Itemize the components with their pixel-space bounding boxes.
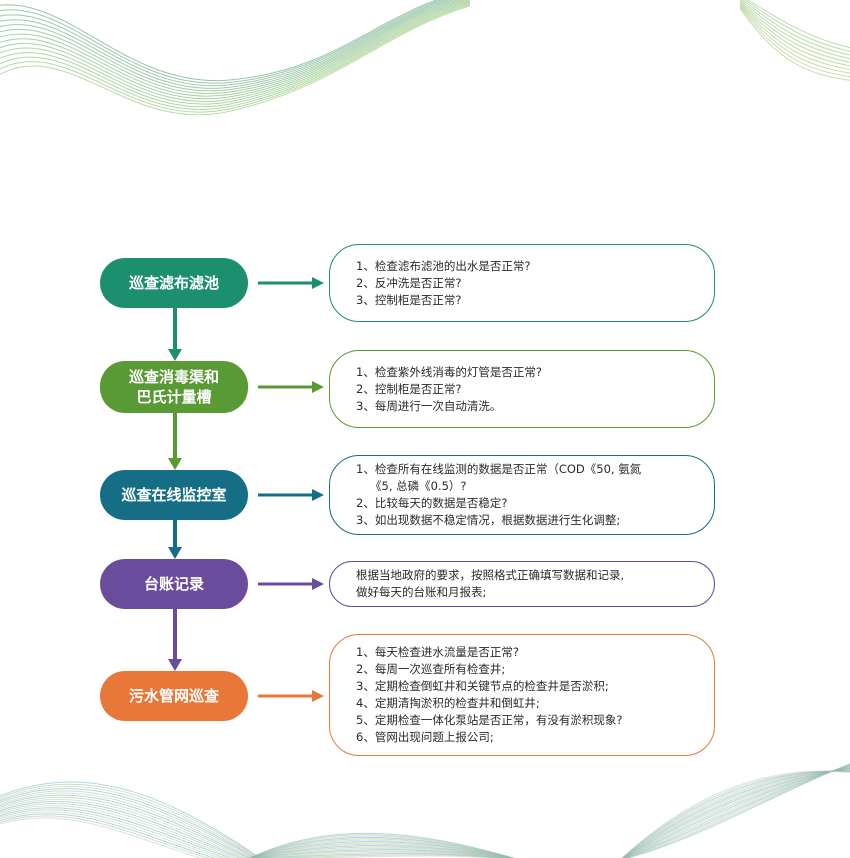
detail-box-sewer: 1、每天检查进水流量是否正常? 2、每周一次巡查所有检查井; 3、定期检查倒虹井和关…	[329, 634, 715, 756]
wave-line	[0, 0, 471, 102]
wave-line	[739, 0, 850, 60]
step-sewer-inspection: 污水管网巡查	[100, 671, 248, 721]
detail-box-ledger: 根据当地政府的要求，按照格式正确填写数据和记录, 做好每天的台账和月报表;	[329, 561, 715, 607]
step-label: 台账记录	[143, 575, 204, 593]
step-label: 污水管网巡查	[128, 687, 219, 705]
wave-line	[0, 0, 463, 97]
detail-item: 3、控制柜是否正常?	[356, 292, 462, 307]
detail-item: 2、比较每天的数据是否稳定?	[356, 496, 508, 510]
detail-item: 根据当地政府的要求，按照格式正确填写数据和记录,	[356, 568, 625, 582]
step-label: 巡查滤布滤池	[128, 274, 219, 292]
detail-item: 2、控制柜是否正常?	[356, 381, 462, 396]
wave-line	[0, 0, 442, 84]
step-filter-pool: 巡查滤布滤池	[100, 258, 248, 308]
detail-item: 3、每周进行一次自动清洗。	[356, 398, 502, 413]
detail-box-online-monitoring: 1、检查所有在线监测的数据是否正常（COD《50, 氨氮《5, 总磷《0.5）?…	[329, 455, 715, 535]
wave-line	[739, 6, 850, 78]
step-label: 巡查在线监控室	[121, 486, 227, 504]
step-label: 巡查消毒渠和 巴氏计量槽	[128, 368, 219, 406]
detail-item: 1、检查滤布滤池的出水是否正常?	[356, 258, 531, 273]
wave-line	[0, 0, 450, 89]
wave-line	[0, 766, 850, 858]
detail-item: 1、检查所有在线监测的数据是否正常（COD《50, 氨氮	[356, 462, 642, 476]
detail-item: 1、每天检查进水流量是否正常?	[356, 645, 519, 659]
wave-line	[0, 1, 471, 108]
wave-line	[739, 3, 850, 70]
detail-item: 做好每天的台账和月报表;	[356, 585, 487, 599]
wave-line	[739, 2, 850, 67]
wave-line	[0, 0, 446, 87]
step-disinfection-channel: 巡查消毒渠和 巴氏计量槽	[100, 361, 248, 413]
wave-line	[0, 0, 467, 100]
wave-line	[0, 0, 471, 105]
detail-box-disinfection: 1、检查紫外线消毒的灯管是否正常? 2、控制柜是否正常? 3、每周进行一次自动清洗。	[329, 350, 715, 428]
detail-item: 3、如出现数据不稳定情况，根据数据进行生化调整;	[356, 513, 621, 527]
step-online-monitoring: 巡查在线监控室	[100, 470, 248, 520]
detail-item: 2、反冲洗是否正常?	[356, 275, 462, 290]
wave-line	[0, 3, 471, 113]
detail-item: 6、管网出现问题上报公司;	[356, 730, 494, 744]
detail-item: 4、定期清掏淤积的检查井和倒虹井;	[356, 696, 540, 710]
detail-box-filter-pool: 1、检查滤布滤池的出水是否正常? 2、反冲洗是否正常? 3、控制柜是否正常?	[329, 244, 715, 322]
wave-line	[739, 0, 850, 63]
detail-item: 3、定期检查倒虹井和关键节点的检查井是否淤积;	[356, 679, 609, 693]
step-ledger-records: 台账记录	[100, 559, 248, 609]
wave-line	[741, 0, 850, 56]
wave-line	[739, 8, 850, 81]
detail-item: 《5, 总磷《0.5）?	[370, 479, 467, 493]
wave-line	[747, 0, 850, 49]
wave-line	[0, 2, 471, 110]
wave-line	[744, 0, 850, 52]
wave-line	[0, 770, 850, 858]
wave-line	[739, 5, 850, 74]
wave-line	[0, 0, 458, 94]
detail-item: 1、检查紫外线消毒的灯管是否正常?	[356, 364, 542, 379]
wave-line	[0, 5, 471, 116]
detail-item: 2、每周一次巡查所有检查井;	[356, 662, 506, 676]
wave-line	[0, 0, 454, 92]
detail-item: 5、定期检查一体化泵站是否正常，有没有淤积现象?	[356, 713, 623, 727]
wave-line	[0, 0, 438, 82]
